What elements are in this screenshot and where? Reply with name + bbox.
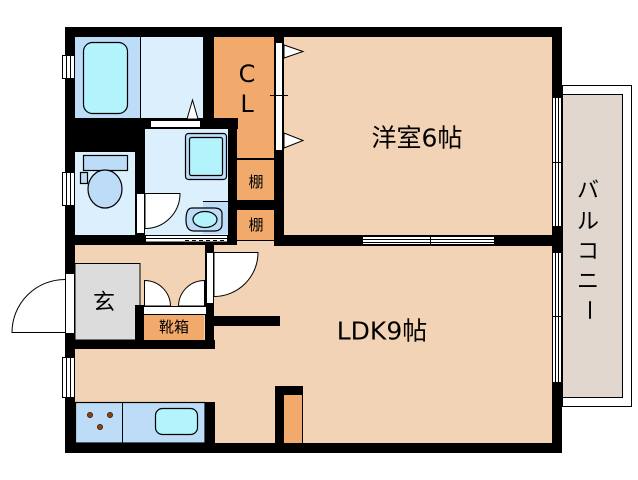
toilet-door-icon [136, 193, 181, 234]
window-toilet [62, 172, 75, 206]
window-icon [62, 172, 75, 206]
bath-door-marker-icon [186, 98, 199, 120]
balcony-label: バ ル コ ニ ー [576, 179, 601, 322]
toilet-bowl [87, 169, 123, 209]
window-bath [62, 55, 75, 79]
toilet-icon [79, 154, 129, 209]
balcony [562, 85, 632, 407]
labels: C L 棚 棚 洋室6帖 LDK9帖 玄 靴箱 バ ル コ ニ ー [93, 60, 601, 346]
shelf-lower-label: 棚 [248, 216, 263, 234]
balcony-label-char: ル [577, 210, 599, 235]
balcony-label-char: バ [577, 179, 599, 204]
refrigerator-space-icon [284, 395, 302, 443]
wall-bottom [65, 443, 562, 453]
shoe-box-door-icon [143, 279, 207, 315]
closet-floor [214, 37, 274, 118]
window-ldk-left [62, 357, 75, 398]
shelf-upper-floor [237, 160, 274, 200]
closet-lower-floor [237, 118, 274, 158]
ldk-label: LDK9帖 [337, 317, 427, 346]
toilet-door-swing [144, 193, 181, 230]
toilet-door-opening [136, 193, 145, 234]
wall-bath-closet [203, 37, 214, 128]
washbasin-bowl [192, 210, 218, 229]
shoe-box-floor [144, 315, 204, 340]
bath-door-opening [150, 120, 201, 128]
sliding-door-icon [362, 236, 495, 245]
window-icon [62, 55, 75, 79]
toilet-control [79, 171, 89, 185]
wall-shoe-box-left [135, 305, 144, 349]
wall-toilet-washroom [135, 118, 145, 245]
closet-label-c: C [239, 60, 256, 88]
entrance-door-icon [11, 273, 75, 334]
washbasin-icon [185, 201, 228, 234]
shoe-box-door-right [177, 279, 205, 307]
entrance-floor [74, 263, 141, 341]
closet-door-marker-top [283, 44, 305, 59]
shelf-upper-label: 棚 [248, 173, 263, 191]
washer-pan-inner [188, 136, 224, 177]
shoe-box-door-left [144, 279, 172, 307]
wall-counter-end [205, 402, 215, 443]
doors [11, 42, 495, 334]
stove-icon [87, 411, 114, 430]
burner-center [97, 423, 104, 430]
hall-floor-strip [237, 240, 274, 246]
fixtures [74, 41, 228, 444]
shelf-lower-floor [237, 210, 274, 240]
pipe-shaft [65, 118, 145, 152]
closet-label-l: L [240, 90, 254, 118]
western-room-label: 洋室6帖 [372, 124, 463, 153]
shoe-box-label: 靴箱 [159, 318, 189, 336]
ldk-door-opening [206, 252, 214, 304]
window-icon [62, 357, 75, 398]
wall-washroom-right [228, 118, 237, 245]
entrance-label: 玄 [93, 291, 115, 316]
ldk-door-icon [206, 252, 259, 304]
wall-shelf-divider [237, 200, 274, 210]
entrance-door-opening [65, 273, 75, 334]
balcony-label-char: ー [576, 299, 601, 321]
entrance-door-swing [11, 279, 66, 333]
kitchen-counter [74, 401, 206, 444]
windows [62, 55, 562, 398]
kitchen-sink-icon [154, 407, 199, 436]
wall-top [65, 27, 562, 37]
balcony-label-char: ニ [577, 270, 599, 295]
burner-right [107, 411, 114, 418]
closet-door-opening [275, 42, 283, 151]
window-ldk-right [552, 252, 562, 383]
wall-toilet-bottom [65, 235, 145, 245]
window-icon [552, 97, 562, 227]
balcony-label-char: コ [577, 240, 599, 265]
toilet-tank [82, 154, 129, 172]
wall-closet-shelf [237, 158, 274, 160]
closet-door-icon [270, 42, 305, 151]
shoe-box-door-strip [143, 306, 207, 315]
wall-entrance-bottom [65, 340, 215, 349]
closet-door-marker-bottom [283, 132, 305, 149]
balcony-floor [562, 94, 623, 398]
ldk-door-swing [213, 252, 259, 298]
room-sliding-door [362, 236, 495, 245]
washing-machine-pan-icon [184, 132, 228, 181]
western-room-floor [284, 37, 552, 235]
wall-stub [214, 316, 280, 326]
sliding-door-icon [145, 235, 228, 243]
window-icon [552, 252, 562, 383]
bathtub-icon [82, 41, 129, 115]
burner-left [87, 411, 94, 418]
